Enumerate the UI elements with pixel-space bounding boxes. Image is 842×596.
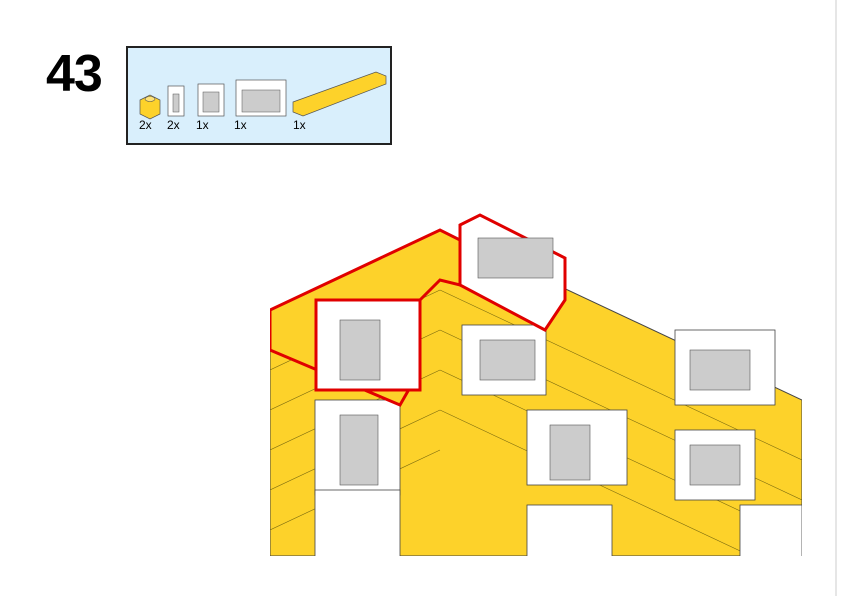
qty-label: 2x — [139, 118, 152, 132]
qty-label: 1x — [196, 118, 209, 132]
qty-label: 1x — [293, 118, 306, 132]
window-1x4-icon — [235, 79, 287, 117]
step-number: 43 — [46, 45, 103, 103]
parts-icons — [139, 71, 387, 120]
brick-1x1-icon — [139, 94, 161, 120]
brick-1x8-icon — [292, 71, 387, 117]
qty-label: 2x — [167, 118, 180, 132]
window-1x2-icon — [197, 83, 225, 117]
page-edge — [835, 0, 837, 596]
qty-label: 1x — [234, 118, 247, 132]
window-1x1-icon — [167, 85, 185, 117]
parts-callout: 2x 2x 1x 1x 1x — [126, 46, 392, 145]
